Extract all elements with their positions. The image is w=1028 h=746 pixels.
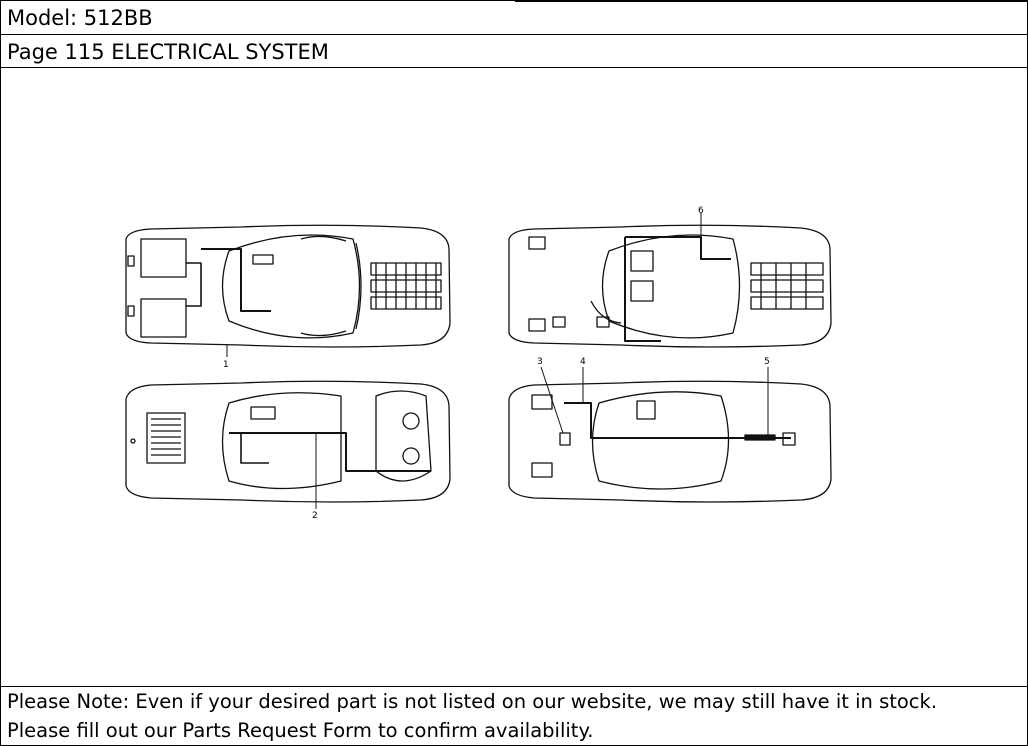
availability-note: Please Note: Even if your desired part i… [1, 686, 1027, 745]
callout-4: 4 [580, 357, 586, 367]
model-row: Model: 512BB [1, 1, 1027, 35]
note-line-2: Please fill out our Parts Request Form t… [7, 719, 594, 742]
electrical-system-diagram: 1 2 3 4 5 6 [1, 68, 1027, 686]
callout-1: 1 [223, 360, 229, 370]
car-bottom-left [125, 380, 451, 509]
callout-2: 2 [312, 511, 318, 521]
car-top-left [125, 224, 451, 348]
model-label: Model: 512BB [7, 6, 153, 30]
callout-6: 6 [698, 206, 704, 216]
note-line-1: Please Note: Even if your desired part i… [7, 690, 938, 713]
page-title-row: Page 115 ELECTRICAL SYSTEM [1, 35, 1027, 68]
callout-3: 3 [537, 357, 543, 367]
callout-5: 5 [764, 357, 770, 367]
car-top-right [508, 213, 832, 348]
page-title: Page 115 ELECTRICAL SYSTEM [7, 40, 329, 64]
car-wiring-drawing: 1 2 3 4 5 6 [125, 206, 832, 521]
car-bottom-right [508, 366, 832, 503]
top-border-segment [515, 1, 1027, 2]
